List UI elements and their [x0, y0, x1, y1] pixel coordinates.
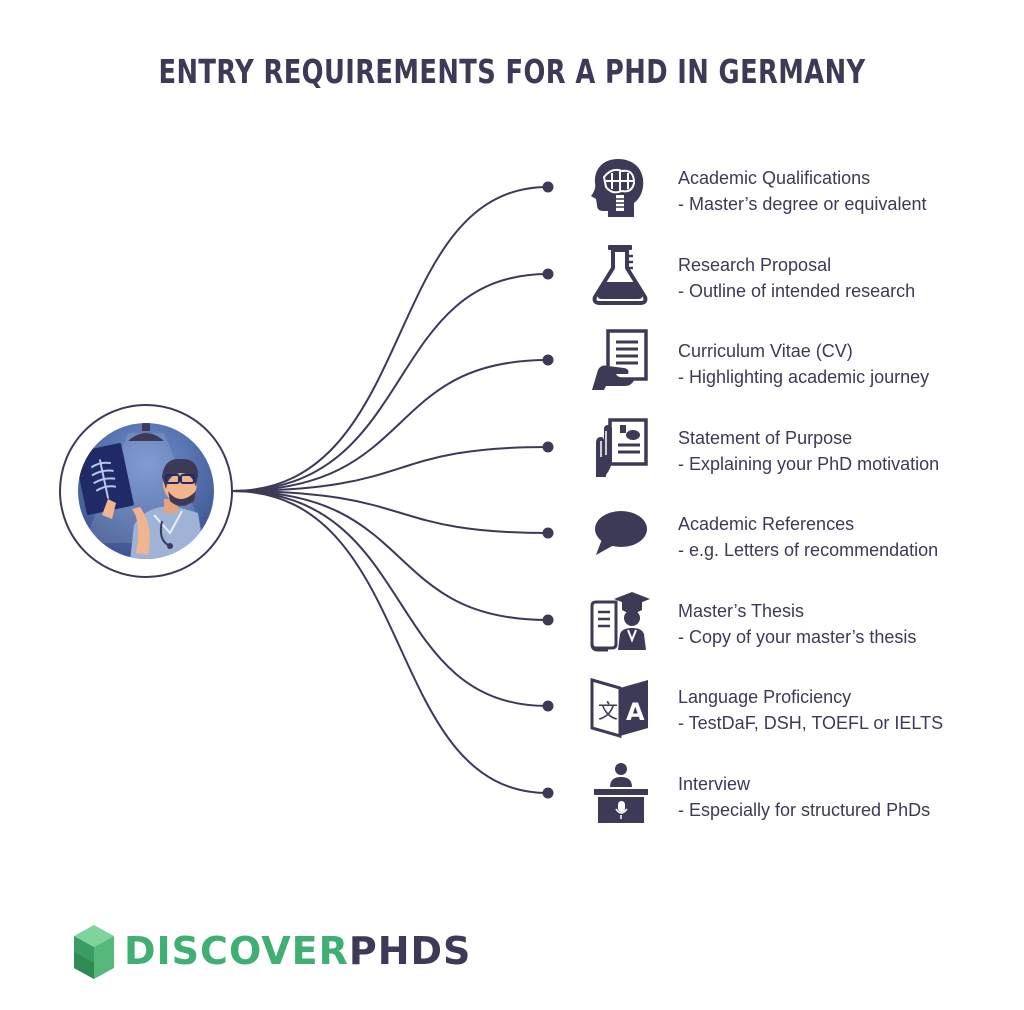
connector-line	[231, 446, 549, 492]
requirement-item: Interview - Especially for structured Ph…	[678, 771, 930, 823]
connector-dot	[542, 614, 554, 626]
svg-text:文: 文	[598, 699, 618, 723]
connector-dot	[542, 441, 554, 453]
connector-line	[231, 186, 549, 492]
requirement-item: Curriculum Vitae (CV) - Highlighting aca…	[678, 338, 929, 390]
doctor-xray-icon	[59, 404, 233, 578]
requirement-detail: - TestDaF, DSH, TOEFL or IELTS	[678, 713, 944, 733]
translation-book-icon: 文 A	[590, 678, 648, 738]
requirement-detail: - Highlighting academic journey	[678, 367, 930, 387]
requirement-title: Curriculum Vitae (CV)	[678, 341, 853, 361]
requirement-detail: - Explaining your PhD motivation	[678, 454, 940, 474]
connector-line	[231, 490, 549, 707]
connector-dot	[542, 527, 554, 539]
speech-bubble-icon	[595, 511, 647, 555]
graduate-scroll-icon	[590, 592, 650, 652]
requirement-item: Academic Qualifications - Master’s degre…	[678, 165, 926, 217]
requirement-title: Academic References	[678, 514, 855, 534]
requirement-detail: - Master’s degree or equivalent	[678, 194, 927, 214]
connector-dot	[542, 354, 554, 366]
requirement-title: Language Proficiency	[678, 687, 852, 707]
requirement-title: Interview	[678, 774, 751, 794]
brand-logo-mark-icon	[74, 925, 114, 979]
requirement-title: Master’s Thesis	[678, 601, 805, 621]
flask-icon	[592, 245, 648, 305]
connector-line	[231, 273, 549, 492]
requirement-title: Statement of Purpose	[678, 428, 853, 448]
connector-dot	[542, 700, 554, 712]
connector-line	[231, 490, 549, 794]
requirement-detail: - Especially for structured PhDs	[678, 800, 931, 820]
brand-logo-text: DISCOVERPHDS	[124, 929, 472, 973]
requirement-item: Research Proposal - Outline of intended …	[678, 252, 915, 304]
requirement-detail: - Copy of your master’s thesis	[678, 627, 917, 647]
requirement-item: Language Proficiency - TestDaF, DSH, TOE…	[678, 684, 943, 736]
page-title: ENTRY REQUIREMENTS FOR A PHD IN GERMANY	[158, 52, 866, 91]
requirement-detail: - Outline of intended research	[678, 281, 916, 301]
connector-line	[231, 490, 549, 534]
requirement-item: Academic References - e.g. Letters of re…	[678, 511, 938, 563]
brain-head-icon	[591, 159, 644, 217]
document-hand-icon	[592, 329, 648, 390]
connector-dot	[542, 787, 554, 799]
requirement-title: Research Proposal	[678, 255, 832, 275]
connector-dot	[542, 181, 554, 193]
requirement-item: Master’s Thesis - Copy of your master’s …	[678, 598, 916, 650]
requirement-title: Academic Qualifications	[678, 168, 871, 188]
connector-line	[231, 359, 549, 492]
raised-hand-document-icon	[596, 418, 648, 477]
connector-line	[231, 490, 549, 621]
requirement-detail: - e.g. Letters of recommendation	[678, 540, 939, 560]
interview-desk-icon	[594, 763, 648, 823]
requirement-item: Statement of Purpose - Explaining your P…	[678, 425, 939, 477]
svg-text:A: A	[626, 698, 645, 726]
connector-dot	[542, 268, 554, 280]
brand-logo: DISCOVERPHDS	[74, 925, 470, 983]
